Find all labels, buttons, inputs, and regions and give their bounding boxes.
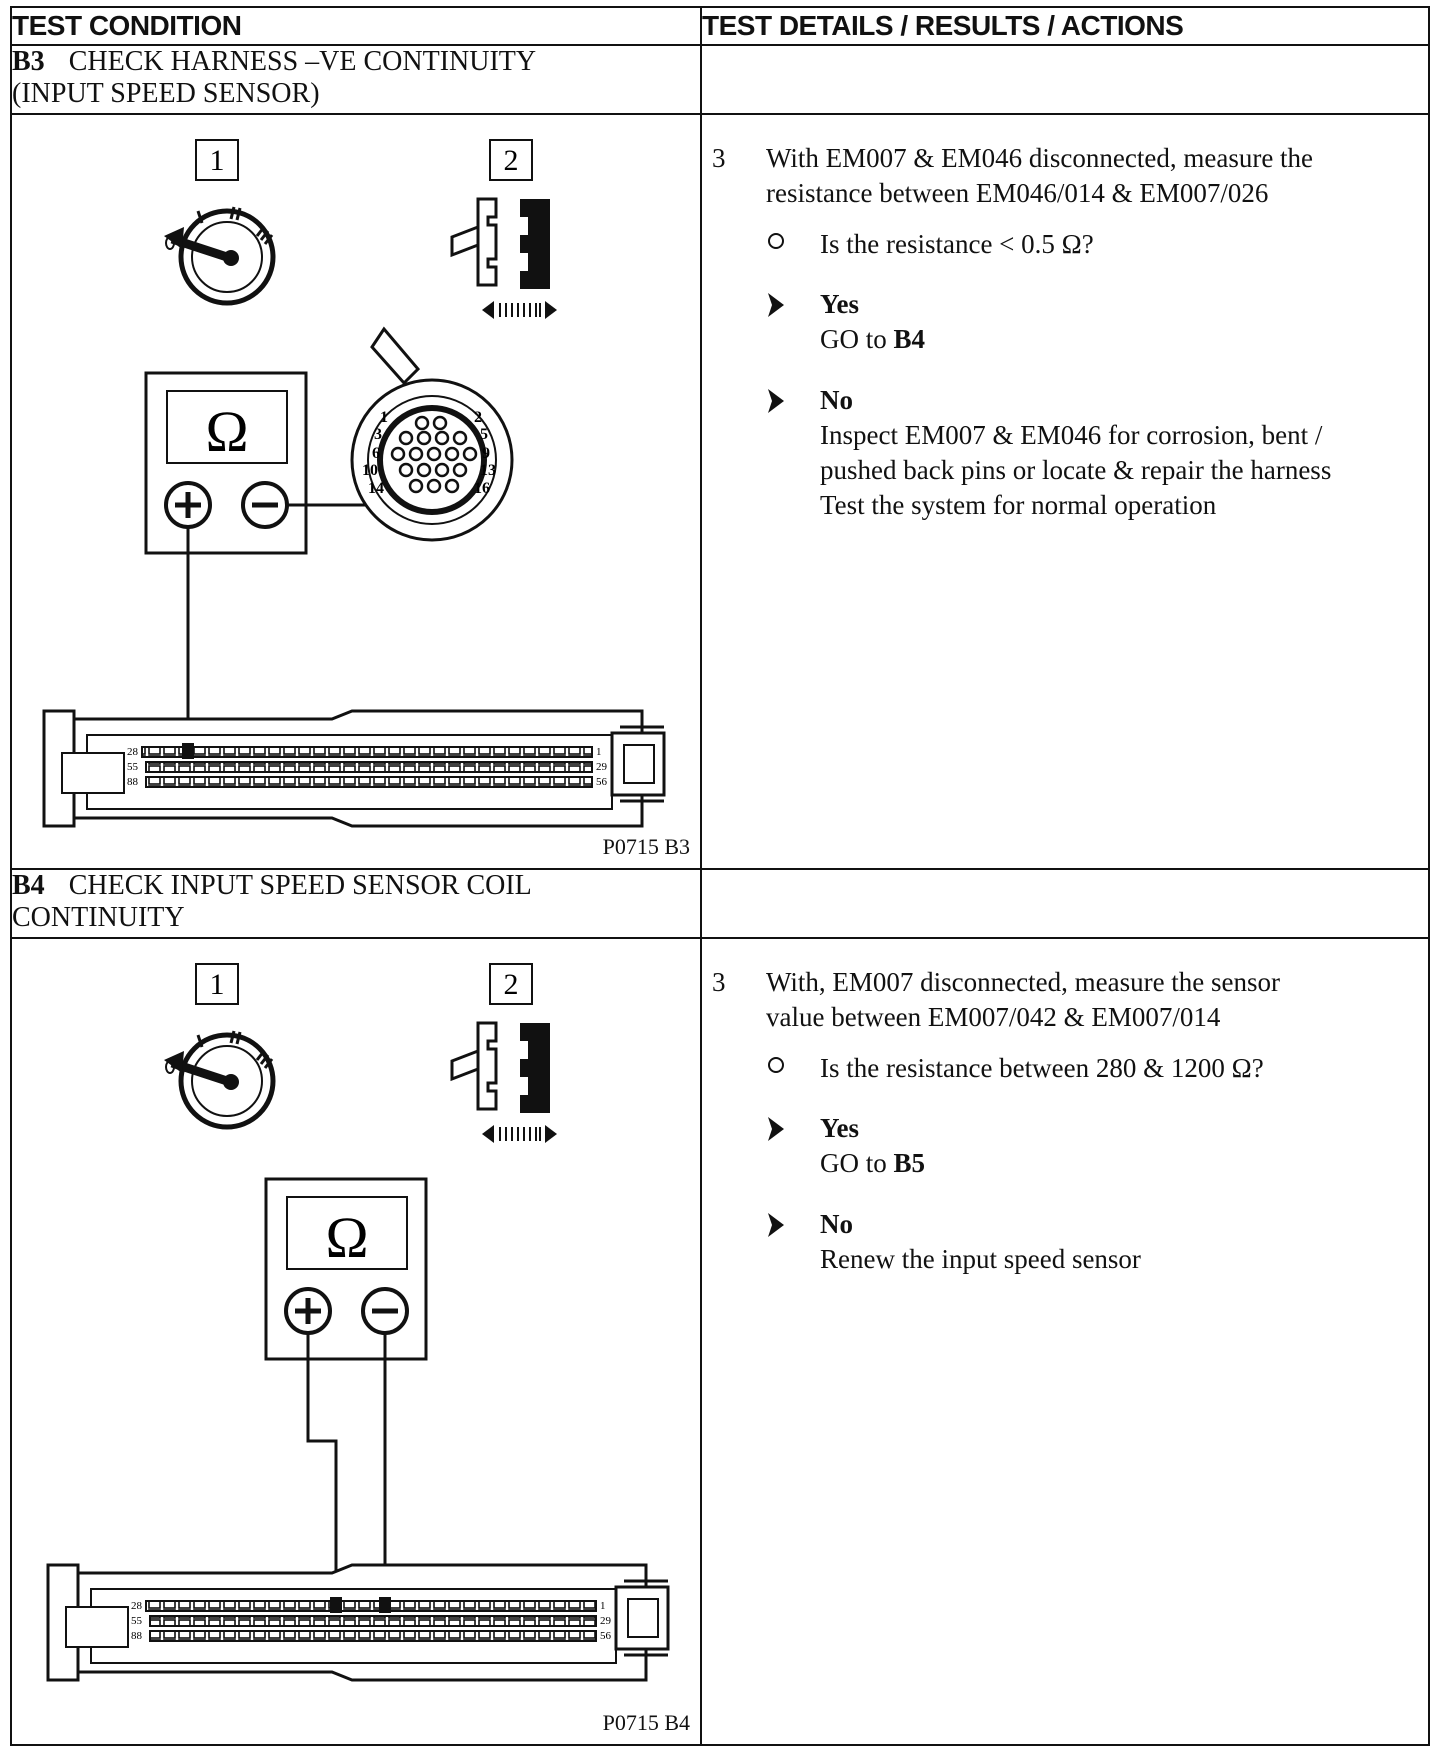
pin-label-2: 2 xyxy=(474,409,482,426)
ecm-row-label-29: 29 xyxy=(596,761,608,773)
ignition-key-off-icon xyxy=(164,1030,276,1130)
b3-yes-label: Yes xyxy=(820,289,859,319)
b3-step-box-2 xyxy=(489,139,533,181)
ecm-row-label-28: 28 xyxy=(127,746,139,758)
b4-step-text: With, EM007 disconnected, measure the se… xyxy=(766,965,1416,1035)
b3-section-title: B3 CHECK HARNESS –VE CONTINUITY (INPUT SP… xyxy=(10,44,702,115)
b4-step-box-2 xyxy=(489,963,533,1005)
b4-no-label: No xyxy=(820,1209,853,1239)
b3-question-text: Is the resistance < 0.5 Ω? xyxy=(820,229,1094,259)
b3-step-text: With EM007 & EM046 disconnected, measure… xyxy=(766,141,1416,211)
b4-step-box-1-label: 1 xyxy=(210,968,225,1001)
b3-code: B3 xyxy=(12,46,45,77)
b3-yes-prefix: GO to xyxy=(820,324,894,354)
b4-step-box-1 xyxy=(195,963,239,1005)
pin-label-10: 10 xyxy=(362,462,378,479)
ecm-row-label-88: 88 xyxy=(131,1630,143,1642)
b3-ecm-88-pin-connector: 28 55 88 1 29 56 xyxy=(42,709,666,828)
ignition-key-off-icon xyxy=(164,206,276,306)
b4-no-line1: Renew the input speed sensor xyxy=(820,1244,1141,1274)
b4-positive-probe-wire xyxy=(306,1333,338,1591)
b3-title-line2: (INPUT SPEED SENSOR) xyxy=(12,78,320,109)
pin-label-6: 6 xyxy=(372,445,380,462)
b4-yes-target: B5 xyxy=(893,1148,926,1178)
pin-label-14: 14 xyxy=(368,480,384,497)
b3-wiring-diagram: 1 2 xyxy=(42,139,666,828)
b3-no-label: No xyxy=(820,385,853,415)
pin-label-16: 16 xyxy=(474,480,490,497)
pin-label-13: 13 xyxy=(480,462,496,479)
test-details-header: TEST DETAILS / RESULTS / ACTIONS xyxy=(700,6,1430,46)
b3-figure-cell: 1 2 xyxy=(10,113,702,870)
b4-step-line1: With, EM007 disconnected, measure the se… xyxy=(766,967,1281,997)
b3-yes-target: B4 xyxy=(893,324,926,354)
arrow-bullet-icon xyxy=(768,1213,784,1237)
b3-step-line2: resistance between EM046/014 & EM007/026 xyxy=(766,178,1269,208)
b4-step-line2: value between EM007/042 & EM007/014 xyxy=(766,1002,1221,1032)
b3-details-cell: 3 With EM007 & EM046 disconnected, measu… xyxy=(700,113,1430,870)
b4-section-title: B4 CHECK INPUT SPEED SENSOR COIL CONTINUI… xyxy=(10,868,702,939)
b4-title-line2: CONTINUITY xyxy=(12,902,185,933)
b4-probe-contact-2 xyxy=(379,1597,391,1613)
b3-figure-label: P0715 B3 xyxy=(602,834,690,859)
b3-ohmmeter: Ω xyxy=(144,371,308,555)
test-procedure-table: TEST CONDITION TEST DETAILS / RESULTS / … xyxy=(10,6,1430,1746)
b4-figure-cell: 1 2 xyxy=(10,937,702,1746)
pin-label-5: 5 xyxy=(480,426,488,443)
b3-probe-contact xyxy=(182,743,194,759)
b4-wiring-diagram: 1 2 xyxy=(46,963,670,1682)
ecm-row-label-1: 1 xyxy=(600,1600,606,1612)
disconnect-connector-icon xyxy=(450,197,557,319)
arrow-bullet-icon xyxy=(768,389,784,413)
b4-details-cell: 3 With, EM007 disconnected, measure the … xyxy=(700,937,1430,1746)
b4-code: B4 xyxy=(12,870,45,901)
circle-bullet-icon xyxy=(768,233,784,249)
b3-section-blank xyxy=(700,44,1430,115)
ohm-symbol: Ω xyxy=(205,399,248,464)
arrow-bullet-icon xyxy=(768,1117,784,1141)
ecm-row-label-28: 28 xyxy=(131,1600,143,1612)
ecm-row-label-56: 56 xyxy=(600,1630,612,1642)
b4-ecm-88-pin-connector: 28 55 88 1 29 56 xyxy=(46,1563,670,1682)
b4-yes-prefix: GO to xyxy=(820,1148,894,1178)
ecm-row-label-56: 56 xyxy=(596,776,608,788)
pin-label-9: 9 xyxy=(482,445,490,462)
sensor-circular-connector: 1 2 3 5 6 9 10 13 14 16 xyxy=(350,326,514,542)
b3-no-line1: Inspect EM007 & EM046 for corrosion, ben… xyxy=(820,420,1323,450)
test-condition-header: TEST CONDITION xyxy=(10,6,702,46)
b4-yes-label: Yes xyxy=(820,1113,859,1143)
b3-step-box-1-label: 1 xyxy=(210,144,225,177)
b3-no-line2: pushed back pins or locate & repair the … xyxy=(820,455,1332,485)
b4-section-blank xyxy=(700,868,1430,939)
b3-step-line1: With EM007 & EM046 disconnected, measure… xyxy=(766,143,1314,173)
circle-bullet-icon xyxy=(768,1057,784,1073)
disconnect-connector-icon xyxy=(450,1021,557,1143)
b4-title-line1: CHECK INPUT SPEED SENSOR COIL xyxy=(68,870,532,901)
ecm-row-label-55: 55 xyxy=(127,761,139,773)
ecm-row-label-1: 1 xyxy=(596,746,602,758)
b3-step-number: 3 xyxy=(712,143,726,173)
b3-step-box-2-label: 2 xyxy=(504,144,519,177)
ecm-row-label-88: 88 xyxy=(127,776,139,788)
ecm-row-label-55: 55 xyxy=(131,1615,143,1627)
b4-figure-label: P0715 B4 xyxy=(602,1710,690,1735)
b4-step-number: 3 xyxy=(712,967,726,997)
b3-no-line3: Test the system for normal operation xyxy=(820,490,1217,520)
b4-probe-contact-1 xyxy=(330,1597,342,1613)
b4-step-box-2-label: 2 xyxy=(504,968,519,1001)
b3-step-box-1 xyxy=(195,139,239,181)
b3-title-line1: CHECK HARNESS –VE CONTINUITY xyxy=(68,46,537,77)
b4-ohmmeter: Ω xyxy=(264,1177,428,1361)
ohm-symbol: Ω xyxy=(325,1205,368,1270)
b4-question-text: Is the resistance between 280 & 1200 Ω? xyxy=(820,1053,1264,1083)
ecm-row-label-29: 29 xyxy=(600,1615,612,1627)
pin-label-1: 1 xyxy=(380,409,388,426)
pin-label-3: 3 xyxy=(374,426,382,443)
arrow-bullet-icon xyxy=(768,293,784,317)
